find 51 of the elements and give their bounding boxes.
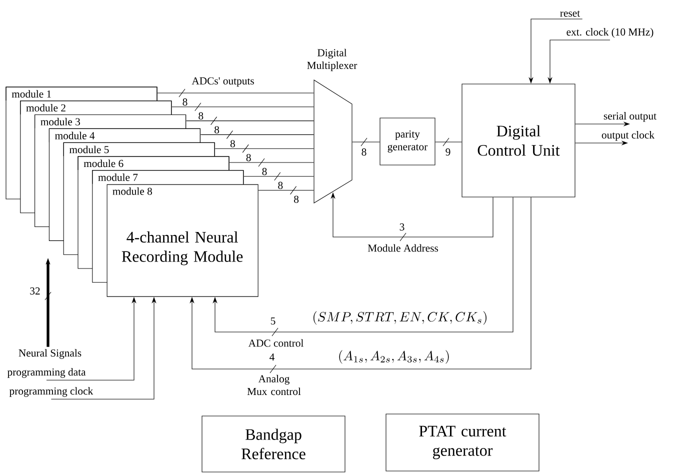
edge-label: 8: [198, 112, 204, 120]
connector: [172, 106, 314, 108]
connector: [157, 92, 314, 94]
connector: [200, 134, 314, 135]
edge-label: 8: [262, 168, 267, 176]
edge-label: 9: [446, 148, 450, 156]
signal-list: $(SMP, STRT, EN, CK, CK_s)$: [314, 311, 486, 325]
connector: [214, 148, 314, 149]
edge-label: 8: [182, 98, 188, 106]
edge-label: 5: [270, 317, 276, 325]
edge-label: 4: [270, 353, 274, 360]
connector: [244, 176, 314, 177]
connector: [186, 120, 314, 122]
module-box: module 1: [6, 86, 158, 101]
connector: [229, 162, 314, 163]
module-box: module 5: [63, 142, 215, 156]
node-label: Digital Multiplexer: [307, 48, 358, 72]
edge-label: 8: [214, 126, 220, 134]
signal-name: Neural Signals: [18, 349, 82, 359]
current-generator-box: PTAT current generator: [386, 414, 540, 472]
edge-label: 8: [230, 140, 235, 148]
edge-label: 8: [362, 148, 366, 156]
edge-label: 8: [246, 154, 251, 162]
signal-name: ext. clock (10 MHz): [566, 28, 654, 38]
edge-label: 3: [400, 223, 404, 231]
signal-label: Analog Mux control: [247, 374, 301, 396]
reference-box: Bandgap Reference: [202, 416, 346, 472]
signal-name: reset: [560, 10, 580, 17]
connector: [190, 197, 532, 370]
connector: [258, 190, 314, 191]
signal-name: serial output: [604, 112, 656, 122]
module-box: module 7: [92, 170, 244, 184]
module-box: module 2: [20, 100, 172, 115]
edge-label: 8: [294, 196, 299, 203]
signal-name: output clock: [602, 131, 655, 141]
module-box: module 4: [48, 128, 200, 142]
module-box: module 3: [34, 114, 186, 129]
signal-label: ADCs' outputs: [192, 77, 254, 87]
signal-list: $(A_{1s}, A_{2s}, A_{3s}, A_{4s})$: [339, 350, 449, 364]
multiplexer-trapezoid: Digital Multiplexer: [307, 48, 358, 204]
module-box: module 6: [78, 156, 230, 170]
connector: [212, 197, 514, 332]
signal-name: programming clock: [9, 387, 94, 397]
module-box: module 8 4-channel Neural Recording Module: [106, 184, 258, 297]
signal-name: programming data: [7, 368, 86, 378]
signal-label: Module Address: [368, 244, 438, 252]
control-unit-box: Digital Control Unit: [462, 84, 576, 198]
parity-generator-box: parity generator: [380, 118, 436, 166]
edge-label: 8: [278, 182, 283, 189]
edge-label: 32: [30, 287, 40, 295]
signal-label: ADC control: [248, 339, 304, 347]
